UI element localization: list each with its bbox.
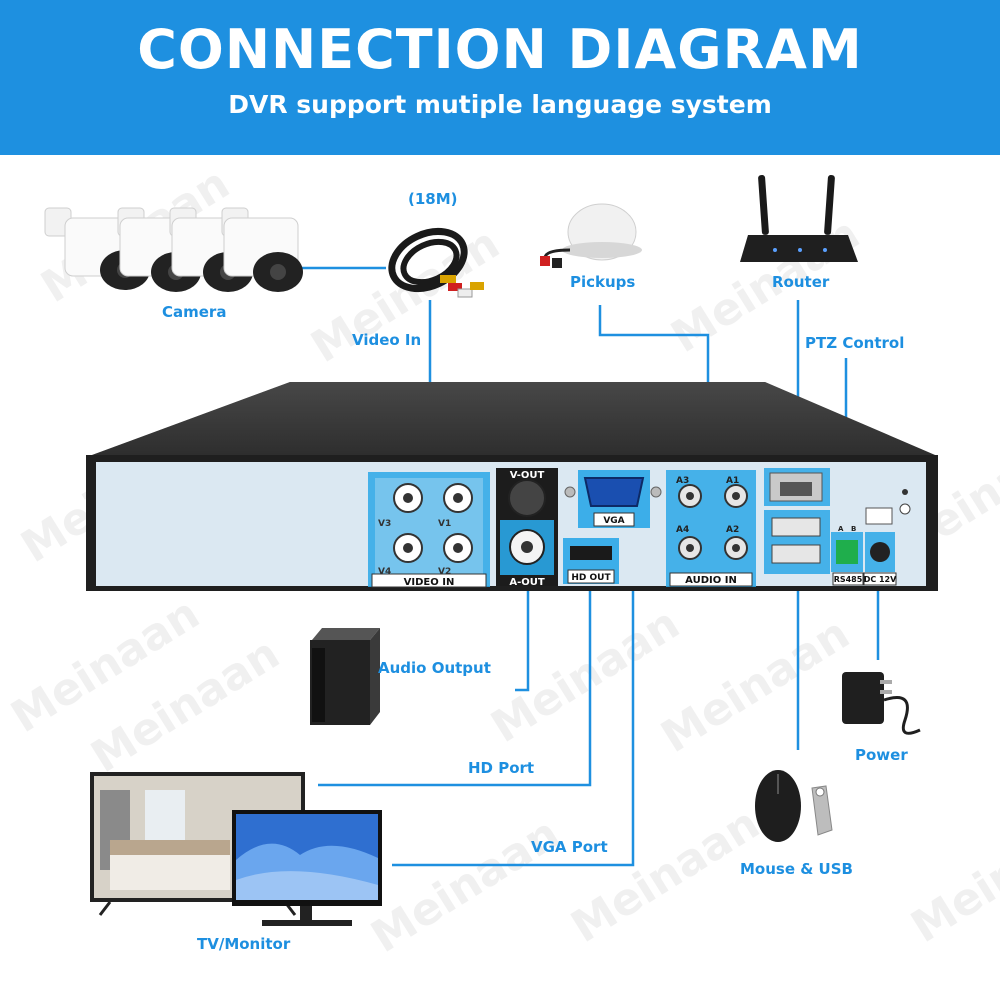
- channel-label: A4: [676, 525, 689, 535]
- rs485-a-label: A: [838, 525, 844, 533]
- ptz-control-label: PTZ Control: [805, 334, 905, 352]
- dc12v-label: DC 12V: [864, 575, 897, 584]
- rs485-label: RS485: [834, 575, 863, 584]
- hd-port-connector: [318, 585, 592, 787]
- channel-label: A1: [726, 476, 739, 486]
- pickups-label: Pickups: [570, 273, 636, 291]
- usb-port: [771, 517, 821, 537]
- mouse-usb-label: Mouse & USB: [740, 860, 853, 878]
- router-icon: [740, 174, 858, 262]
- page-title: CONNECTION DIAGRAM: [137, 18, 863, 81]
- dc-polarity-icon: [865, 507, 893, 525]
- rs485-terminal: [836, 540, 858, 564]
- audio-output-label: Audio Output: [378, 659, 491, 677]
- usb-port: [771, 544, 821, 564]
- audio-output-connector: [515, 590, 530, 692]
- video-in-port-group: VIDEO IN V3 V1 V4 V2: [368, 472, 490, 588]
- video-in-label: Video In: [352, 331, 422, 349]
- power-label: Power: [855, 746, 908, 764]
- ground-icon: [899, 503, 911, 515]
- camera-group: [44, 207, 303, 292]
- hdmi-port: [570, 546, 612, 560]
- rs485-power-port-group: A B RS485 DC 12V: [831, 489, 911, 586]
- vga-port-label: VGA Port: [531, 838, 608, 856]
- hd-port-label: HD Port: [468, 759, 535, 777]
- dc-jack: [870, 542, 890, 562]
- usb-drive-icon: [811, 785, 833, 836]
- page-subtitle: DVR support mutiple language system: [228, 90, 772, 119]
- v-out-port: [508, 479, 546, 517]
- video-in-port-label: VIDEO IN: [404, 577, 455, 588]
- rs485-b-label: B: [851, 525, 856, 533]
- vga-port-group: VGA: [564, 470, 662, 528]
- channel-label: A2: [726, 525, 739, 535]
- lan-usb-port-group: [764, 468, 830, 574]
- camera-icon: [221, 207, 303, 292]
- tv-monitor-label: TV/Monitor: [197, 935, 291, 953]
- pickup-microphone-icon: [540, 203, 642, 268]
- a-out-label: A-OUT: [509, 577, 545, 588]
- hd-out-label: HD OUT: [571, 573, 611, 583]
- monitor-icon: [232, 810, 382, 926]
- vga-port-connector: [392, 580, 635, 867]
- channel-label: V1: [438, 519, 451, 529]
- camera-label: Camera: [162, 303, 227, 321]
- channel-label: V2: [438, 567, 451, 577]
- channel-label: V4: [378, 567, 391, 577]
- av-out-port-group: V-OUT A-OUT: [496, 468, 558, 588]
- mouse-icon: [755, 770, 801, 842]
- vga-port: [583, 477, 645, 507]
- cable-length-label: (18M): [408, 190, 458, 208]
- router-label: Router: [772, 273, 830, 291]
- speaker-icon: [310, 628, 380, 725]
- power-adapter-icon: [842, 672, 921, 735]
- header-banner: CONNECTION DIAGRAM DVR support mutiple l…: [0, 0, 1000, 155]
- v-out-label: V-OUT: [510, 470, 545, 481]
- audio-in-port-group: A3 A1 A4 A2 AUDIO IN: [666, 470, 756, 587]
- vga-port-label: VGA: [603, 516, 624, 526]
- video-cable-icon: [388, 227, 484, 298]
- hd-out-port-group: HD OUT: [563, 538, 619, 584]
- audio-in-label: AUDIO IN: [685, 575, 737, 586]
- channel-label: V3: [378, 519, 391, 529]
- channel-label: A3: [676, 476, 689, 486]
